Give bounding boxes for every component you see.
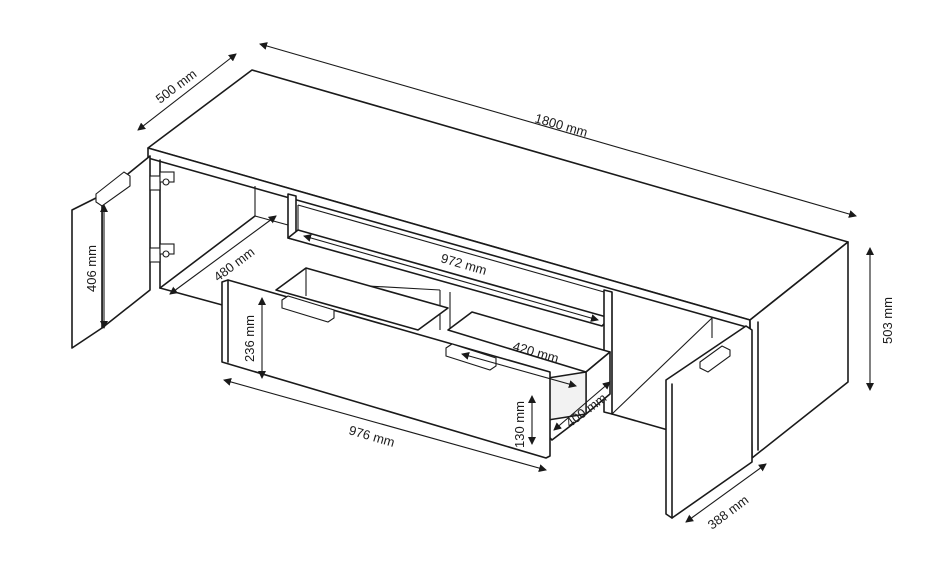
label-width-total: 1800 mm [533, 110, 589, 139]
dimension-lines [100, 42, 874, 523]
right-door [665, 325, 753, 519]
label-door-width: 388 mm [705, 492, 752, 532]
right-door-handle [699, 345, 731, 373]
hinge-icon [149, 243, 175, 263]
label-inner-depth: 480 mm [211, 244, 258, 284]
top-panel [147, 69, 849, 321]
label-drawer-inner-height: 130 mm [512, 401, 527, 448]
label-door-height: 406 mm [84, 245, 99, 292]
label-height-total: 503 mm [880, 297, 895, 344]
left-door-handle [95, 171, 131, 207]
left-door [71, 155, 175, 349]
label-drawer-front-height: 236 mm [242, 315, 257, 362]
hinge-icon [149, 171, 175, 191]
